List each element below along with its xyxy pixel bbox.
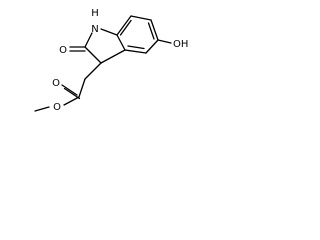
atom-hydroxyl-label: OH bbox=[173, 39, 188, 50]
bond-c5-oh bbox=[157, 39, 172, 44]
bond-c3a-c4 bbox=[124, 49, 147, 54]
atom-ester-o-double-label: O bbox=[52, 78, 60, 89]
bond-ch2-cester bbox=[78, 78, 86, 98]
bond-c2-c3 bbox=[84, 46, 102, 64]
bond-c4-c5 bbox=[145, 39, 159, 54]
bond-osingle-ch3 bbox=[34, 106, 50, 112]
bond-c7-c7a-inner bbox=[119, 19, 132, 36]
bond-c7-c7a bbox=[116, 15, 132, 36]
bond-n-c7a bbox=[100, 28, 118, 36]
bond-c7a-c3a bbox=[116, 34, 126, 51]
bond-c5-c6 bbox=[150, 19, 159, 41]
bond-c3-ch2 bbox=[84, 62, 102, 80]
bond-c3a-c4-inner bbox=[127, 45, 145, 50]
atom-h-label: H bbox=[91, 8, 99, 19]
bond-cester-o-b bbox=[63, 87, 81, 100]
bond-cester-osingle bbox=[63, 96, 80, 106]
bond-c5-c6-inner bbox=[147, 22, 155, 40]
bond-c3-c3a bbox=[100, 49, 126, 64]
bond-n-c2 bbox=[84, 32, 93, 48]
bond-cester-o-a bbox=[61, 84, 78, 96]
atom-ester-o-single-label: O bbox=[53, 102, 61, 113]
atom-n-label: N bbox=[91, 24, 98, 35]
molecule-drawing: H N O OH O O bbox=[34, 8, 188, 113]
atom-carbonyl-o-label: O bbox=[59, 45, 67, 56]
bond-c6-c7 bbox=[130, 15, 152, 21]
structure-canvas: H N O OH O O bbox=[0, 0, 218, 140]
